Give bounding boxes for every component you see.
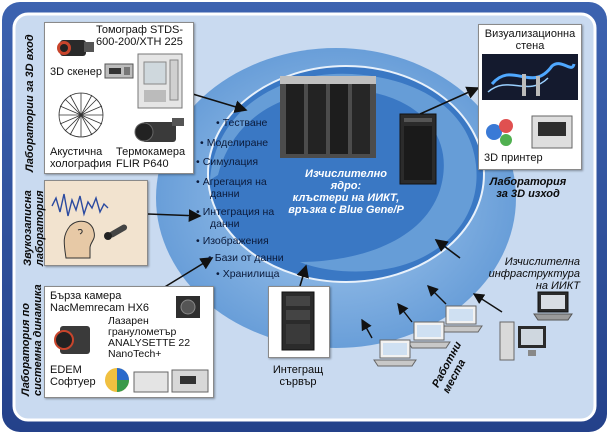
thermocamera-icon: [134, 118, 184, 142]
printer-3d-icon: [486, 115, 573, 149]
lab-dynamics-title: Лаборатория по системна динамика: [20, 284, 44, 396]
arrow-3d-in: [185, 91, 248, 113]
thermocamera-label-line: Термокамера: [116, 146, 186, 158]
lab-3d-input-title: Лаборатории за 3D вход: [24, 34, 36, 172]
process-item: Моделиране: [200, 137, 268, 149]
compute-core-label: Изчислително ядро: клъстери на ИИКТ, връ…: [276, 168, 416, 216]
granulometer-label-line: Лазарен: [108, 315, 149, 327]
core-line: връзка с Blue Gene/P: [288, 204, 404, 216]
process-item-cont: данни: [210, 218, 240, 230]
fast-camera-icon: [176, 296, 200, 318]
lab-audio-title-line: лаборатория: [34, 190, 46, 266]
infrastructure-line: Изчислителна: [504, 256, 580, 268]
granulometer-icon: [133, 369, 209, 393]
holography-label-line: Акустична: [50, 146, 103, 158]
granulometer-label: Лазарен гранулометър ANALYSETTE 22 NanoT…: [108, 316, 190, 360]
process-item: Интеграция на: [196, 206, 275, 218]
core-line: Изчислително: [305, 168, 387, 180]
arrow-server: [296, 264, 309, 287]
edem-label-line: EDEM: [50, 364, 82, 376]
video-wall-photo: [482, 54, 578, 100]
lab-3d-output-title-line: за 3D изход: [496, 188, 560, 200]
arrow-ws-4: [472, 293, 503, 313]
arrow-3d-out: [419, 86, 480, 115]
camera-icon: [57, 40, 94, 56]
video-wall-label: Визуализационна стена: [482, 28, 578, 52]
arrow-infra: [434, 239, 461, 259]
arrow-ws-2: [397, 302, 413, 323]
server-label-line: сървър: [279, 376, 317, 388]
audio-lab-illustration: [51, 193, 128, 259]
infrastructure-line: инфраструктура: [488, 268, 580, 280]
video-wall-label-line: Визуализационна: [484, 28, 576, 40]
core-line: клъстери на ИИКТ,: [292, 192, 400, 204]
arrow-ws-3: [427, 285, 447, 305]
lab-audio-title-line: Звукозаписна: [22, 190, 34, 266]
head-silhouette-icon: [63, 220, 95, 259]
arrow-ws-1: [361, 318, 373, 339]
holography-label: Акустична холография: [50, 146, 111, 170]
scanner-icon: [104, 63, 134, 79]
thermocamera-label: Термокамера FLIR P640: [116, 146, 185, 170]
tomograph-label-line: 600-200/XTH 225: [96, 36, 183, 48]
granulometer-label-line: ANALYSETTE 22: [108, 337, 191, 349]
process-item: Изображения: [196, 235, 269, 247]
laptop-icon: [407, 321, 451, 349]
lab-audio-title: Звукозаписна лаборатория: [22, 190, 46, 266]
process-item: Хранилища: [216, 268, 280, 280]
waveform-icon: [51, 193, 109, 217]
fastcam-label: Бърза камера NacMemrecam HX6: [50, 290, 149, 314]
server-rack-icon: [399, 113, 437, 185]
server-label-line: Интегращ: [272, 364, 324, 376]
lab-3d-input-title-line: Лаборатории за 3D вход: [24, 34, 36, 172]
laptop-icon: [439, 305, 483, 333]
infrastructure-label: Изчислителна инфраструктура на ИИКТ: [472, 256, 580, 292]
infrastructure-line: на ИИКТ: [535, 280, 580, 292]
tomograph-icon: [137, 53, 183, 109]
server-tower-icon: [281, 291, 315, 351]
laptop-icon: [373, 339, 417, 367]
arrow-audio: [147, 209, 202, 222]
laptop-icon: [533, 291, 573, 321]
lab-dynamics-title-line: системна динамика: [32, 284, 44, 396]
holography-icon: [58, 92, 104, 138]
microphone-icon: [104, 224, 128, 240]
fast-camera-body-icon: [54, 326, 90, 354]
tomograph-label-line: Томограф STDS-: [96, 24, 184, 36]
holography-label-line: холография: [50, 158, 112, 170]
edem-label: EDEM Софтуер: [50, 364, 96, 388]
cluster-photo: [280, 76, 376, 158]
tomograph-label: Томограф STDS- 600-200/XTH 225: [96, 24, 183, 48]
process-item: Агрегация на: [196, 176, 267, 188]
thermocamera-label-line: FLIR P640: [116, 158, 169, 170]
software-icon: [105, 368, 129, 392]
process-item: Тестване: [216, 117, 268, 129]
fastcam-label-line: NacMemrecam HX6: [50, 302, 150, 314]
core-line: ядро:: [330, 180, 362, 192]
process-item: Бази от данни: [208, 252, 284, 264]
granulometer-label-line: NanoTech+: [108, 348, 162, 360]
process-item: Симулация: [196, 156, 258, 168]
process-item-cont: данни: [210, 188, 240, 200]
server-label: Интегращ сървър: [262, 364, 334, 388]
fastcam-label-line: Бърза камера: [50, 290, 122, 302]
desktop-pc-icon: [499, 321, 546, 361]
printer-label: 3D принтер: [484, 152, 543, 164]
panel-audio: [44, 180, 148, 266]
video-wall-label-line: стена: [515, 40, 545, 52]
lab-dynamics-title-line: Лаборатория по: [20, 303, 32, 396]
lab-3d-output-title-line: Лаборатория: [489, 176, 567, 188]
granulometer-label-line: гранулометър: [108, 326, 177, 338]
scanner-label: 3D скенер: [50, 66, 102, 78]
edem-label-line: Софтуер: [50, 376, 96, 388]
lab-3d-output-title: Лаборатория за 3D изход: [478, 176, 578, 200]
